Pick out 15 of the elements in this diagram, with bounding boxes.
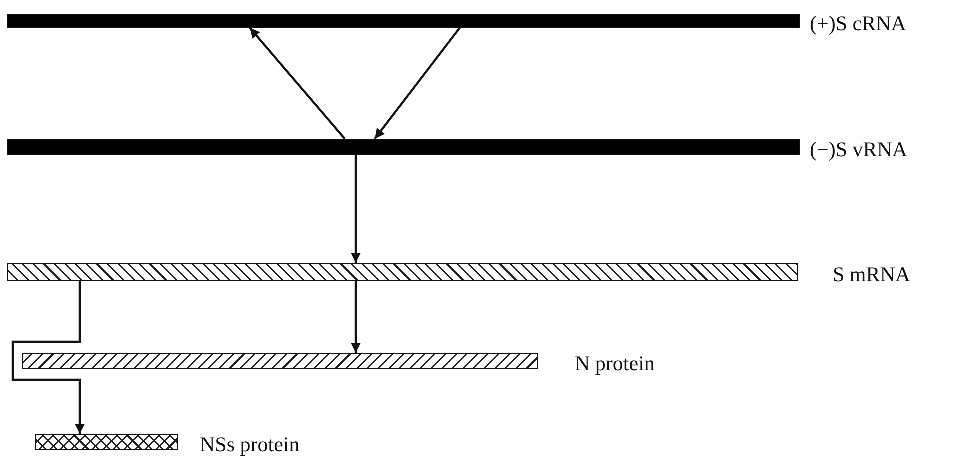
hatched-bar	[7, 263, 798, 281]
hatched-bar	[35, 434, 178, 450]
arrow	[351, 155, 361, 263]
strand-label: (−)S vRNA	[810, 138, 908, 162]
hatched-bar	[22, 353, 538, 369]
arrow	[374, 27, 461, 140]
strand-label: NSs protein	[200, 432, 300, 458]
strand-label: S mRNA	[833, 262, 911, 288]
rna-strand-bar	[7, 14, 800, 28]
strand-label: (+)S cRNA	[810, 12, 906, 36]
arrow	[249, 27, 346, 140]
rna-strand-bar	[7, 139, 800, 155]
arrow	[12, 281, 85, 434]
arrow	[351, 281, 361, 353]
strand-label: N protein	[575, 352, 655, 376]
